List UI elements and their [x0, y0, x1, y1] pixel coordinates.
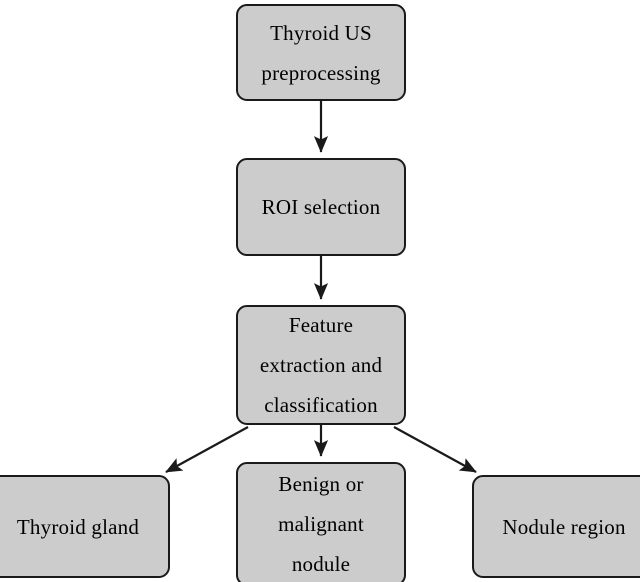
node-label-line: nodule	[291, 552, 351, 576]
node-label-line: preprocessing	[261, 60, 381, 85]
node-label-line: Benign or	[278, 472, 364, 496]
node-feature-extraction-and-classification: Feature extraction and classification	[236, 305, 406, 425]
node-benign-or-malignant-nodule: Benign or malignant nodule	[236, 462, 406, 582]
node-label-line: ROI selection	[261, 195, 381, 219]
node-label-line: malignant	[278, 512, 364, 536]
node-nodule-region: Nodule region	[472, 475, 640, 578]
node-label-line: classification	[264, 393, 378, 417]
node-label-line: Thyroid gland	[16, 514, 140, 539]
node-roi-selection: ROI selection	[236, 158, 406, 256]
edge-feature-to-nodule-region	[393, 426, 477, 473]
node-label-line: Thyroid US	[270, 20, 372, 45]
node-thyroid-us-preprocessing: Thyroid US preprocessing	[236, 4, 406, 101]
node-label-line: Feature	[288, 313, 354, 337]
node-label-line: extraction and	[259, 353, 383, 377]
node-label-line: Nodule region	[502, 514, 626, 539]
edge-feature-to-thyroid-gland	[165, 426, 249, 473]
node-thyroid-gland: Thyroid gland	[0, 475, 170, 578]
